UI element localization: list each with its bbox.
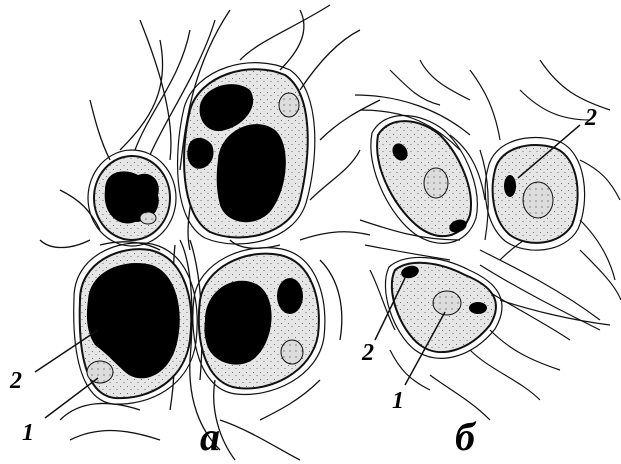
fat-cell-b-bottom	[385, 257, 502, 358]
fat-cell-b-topright	[485, 137, 584, 250]
fat-cell-a-top	[178, 63, 315, 244]
panel-label-b: б	[455, 414, 477, 459]
fat-cell-b-topleft	[371, 115, 477, 243]
callout-1-b: 1	[392, 388, 404, 414]
panel-label-a: а	[200, 414, 220, 459]
fat-cell-a-topleft	[88, 150, 176, 246]
panel-b: 2 2 1 б	[355, 60, 621, 459]
callout-2-a: 2	[9, 368, 22, 394]
connective-fibers-b	[355, 60, 621, 420]
panel-a: 2 1 а	[9, 5, 380, 460]
callout-1-a: 1	[22, 420, 34, 446]
callout-2-b-topright: 2	[584, 105, 597, 131]
callout-2-b-left: 2	[361, 340, 374, 366]
fat-cell-a-bottomright	[193, 248, 325, 395]
fat-cell-a-bottomleft	[74, 243, 197, 404]
